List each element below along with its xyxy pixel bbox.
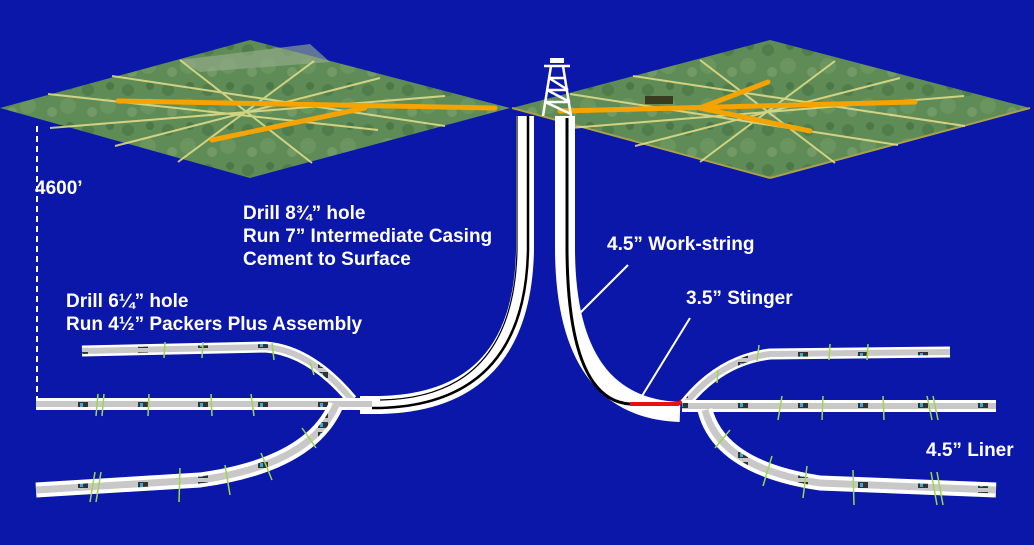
work-string-label: 4.5” Work-string (607, 234, 755, 255)
packers-left (89, 341, 317, 503)
liner-label: 4.5” Liner (926, 440, 1014, 461)
intermediate-line-1: Drill 8¾” hole (243, 203, 366, 224)
intermediate-line-3: Cement to Surface (243, 249, 411, 270)
left-surface-map (0, 40, 510, 178)
left-wellbore-casing (360, 116, 534, 414)
drilling-rig-icon (541, 58, 573, 117)
right-wellbore (555, 116, 688, 422)
lateral-path-right (557, 79, 918, 134)
packers-right (714, 343, 944, 506)
left-laterals (35, 341, 372, 503)
production-line-1: Drill 6¼” hole (66, 291, 189, 312)
production-note: Drill 6¼” hole Run 4½” Packers Plus Asse… (66, 290, 362, 336)
production-line-2: Run 4½” Packers Plus Assembly (66, 314, 363, 335)
right-laterals (680, 343, 997, 506)
right-surface-map (511, 40, 1031, 179)
intermediate-line-2: Run 7” Intermediate Casing (243, 226, 493, 247)
stinger-label: 3.5” Stinger (686, 288, 793, 309)
stinger-leader (641, 317, 691, 397)
lateral-path-left (115, 98, 498, 143)
work-string-leader (574, 264, 629, 319)
surface-facility (645, 96, 673, 104)
depth-label: 4600’ (35, 178, 83, 199)
intermediate-casing-note: Drill 8¾” hole Run 7” Intermediate Casin… (243, 202, 492, 271)
work-string (565, 118, 631, 406)
